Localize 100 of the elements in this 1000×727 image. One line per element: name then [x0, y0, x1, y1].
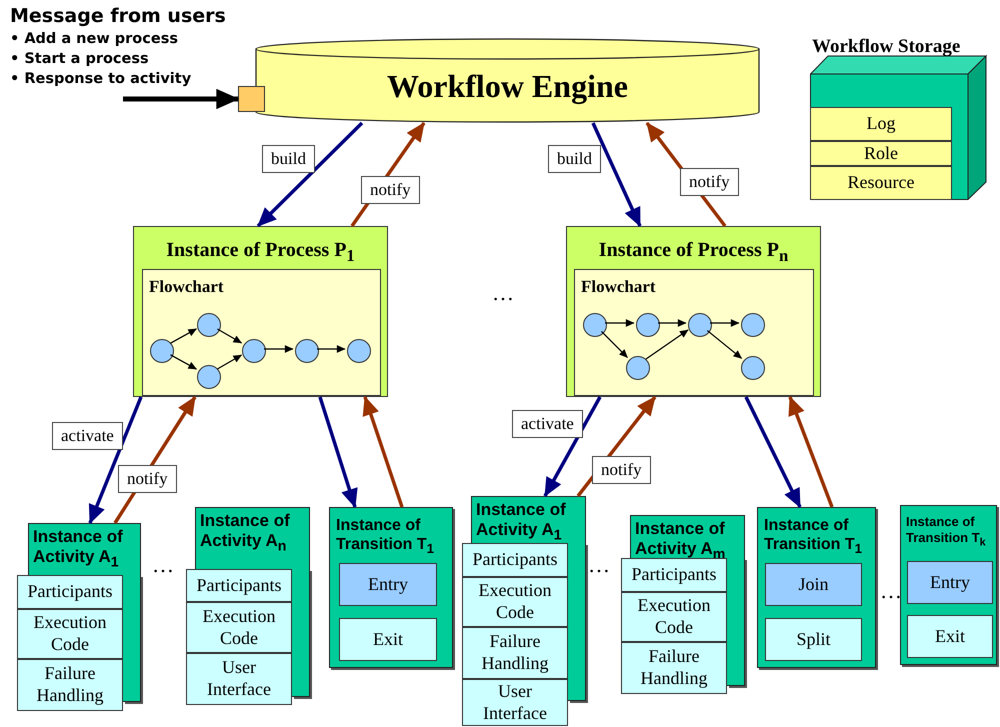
edge-label: build — [262, 145, 315, 173]
arrow — [264, 345, 294, 353]
activity-card — [471, 496, 586, 543]
ellipsis-mark: … — [588, 552, 610, 578]
item-label: Exit — [935, 626, 965, 648]
arrow — [170, 328, 197, 344]
arrow — [605, 319, 634, 327]
transition-step-box — [907, 615, 993, 658]
panel-title: Flowchart — [149, 277, 225, 297]
flow-node-circle — [636, 313, 660, 337]
item-label: Participants — [632, 564, 716, 586]
transition-card — [757, 507, 876, 668]
transition-card — [329, 507, 453, 668]
process-panel — [133, 226, 388, 397]
transition-card — [900, 505, 997, 665]
arrow — [88, 396, 143, 524]
activity-field-box — [186, 569, 292, 602]
activity-card — [28, 523, 141, 575]
edge-label: activate — [512, 410, 583, 438]
arrow — [601, 331, 628, 358]
flow-node-circle — [197, 365, 221, 389]
message-item: • Add a new process — [10, 31, 178, 47]
item-label: Entry — [368, 574, 408, 596]
edge-label: notify — [680, 168, 739, 196]
arrow — [646, 329, 689, 360]
arrow — [706, 330, 742, 359]
storage-row — [810, 141, 952, 166]
process-panel — [566, 226, 821, 397]
item-label: Participants — [28, 581, 112, 603]
item-label: Split — [796, 628, 830, 650]
item-label: Exit — [373, 628, 403, 650]
item-label: Failure Handling — [36, 663, 104, 707]
edge-label: build — [548, 145, 601, 173]
transition-step-box — [907, 561, 993, 604]
input-arrow — [123, 88, 240, 110]
item-label: Failure Handling — [640, 646, 708, 690]
flow-node-circle — [150, 339, 174, 363]
flow-node-circle — [741, 356, 765, 380]
activity-card — [195, 507, 310, 569]
card-title: Instance of Activity A$_{1}$ — [475, 499, 567, 545]
ellipsis-mark: … — [492, 280, 514, 306]
arrow — [658, 319, 686, 327]
message-item: • Start a process — [10, 51, 149, 67]
flow-node-circle — [242, 339, 266, 363]
arrow — [543, 396, 602, 497]
card-title: Instance of Activity A$_{1}$ — [32, 526, 124, 572]
item-label: Role — [864, 142, 898, 164]
flow-node-circle — [295, 339, 319, 363]
panel-title: Instance of Process P$_{1}$ — [165, 239, 356, 266]
arrow — [710, 319, 740, 327]
storage-title: Workflow Storage — [812, 36, 960, 58]
card-title: Instance of Transition T$_{1}$ — [335, 516, 436, 558]
activity-field-box — [462, 543, 568, 577]
transition-step-box — [765, 563, 862, 606]
arrow — [362, 396, 404, 508]
activity-card — [630, 515, 745, 558]
card-title: Instance of Activity A$_{n}$ — [199, 510, 291, 556]
activity-field-box — [462, 577, 568, 627]
flow-node-circle — [688, 313, 712, 337]
storage-row — [810, 166, 952, 200]
flow-node-circle — [197, 313, 221, 337]
card-title: Instance of Transition T$_{k}$ — [905, 513, 987, 550]
ellipsis-mark: … — [880, 578, 902, 604]
item-label: Participants — [196, 574, 282, 596]
transition-step-box — [765, 618, 862, 661]
activity-field-box — [462, 627, 568, 679]
storage-row — [810, 107, 952, 141]
activity-field-box — [186, 653, 292, 705]
activity-field-box — [17, 609, 123, 659]
arrow — [170, 354, 197, 370]
transition-step-box — [339, 618, 437, 661]
engine-title: Workflow Engine — [386, 68, 629, 105]
item-label: Execution Code — [478, 580, 552, 624]
activity-field-box — [621, 558, 727, 592]
panel-title: Flowchart — [581, 277, 657, 297]
activity-field-box — [621, 592, 727, 642]
flow-node-circle — [626, 356, 650, 380]
item-label: Entry — [930, 572, 970, 594]
item-label: Participants — [472, 549, 558, 571]
flow-node-circle — [583, 313, 607, 337]
activity-field-box — [621, 642, 727, 694]
arrow — [788, 396, 834, 508]
flowchart-panel — [574, 269, 814, 396]
activity-field-box — [186, 602, 292, 653]
item-label: Execution Code — [636, 595, 712, 639]
panel-title: Instance of Process P$_{n}$ — [598, 239, 790, 266]
card-title: Instance of Transition T$_{1}$ — [763, 516, 864, 558]
ellipsis-mark: … — [152, 552, 174, 578]
item-label: Log — [866, 113, 896, 135]
item-label: Failure Handling — [480, 631, 550, 675]
arrow — [256, 122, 364, 228]
arrow — [744, 396, 802, 508]
edge-label: notify — [592, 456, 651, 484]
item-label: User Interface — [482, 680, 548, 724]
item-label: Join — [798, 574, 828, 596]
transition-step-box — [339, 563, 437, 606]
flow-node-circle — [347, 339, 371, 363]
activity-field-box — [17, 575, 123, 609]
arrow — [317, 345, 346, 353]
activity-field-box — [462, 679, 568, 726]
